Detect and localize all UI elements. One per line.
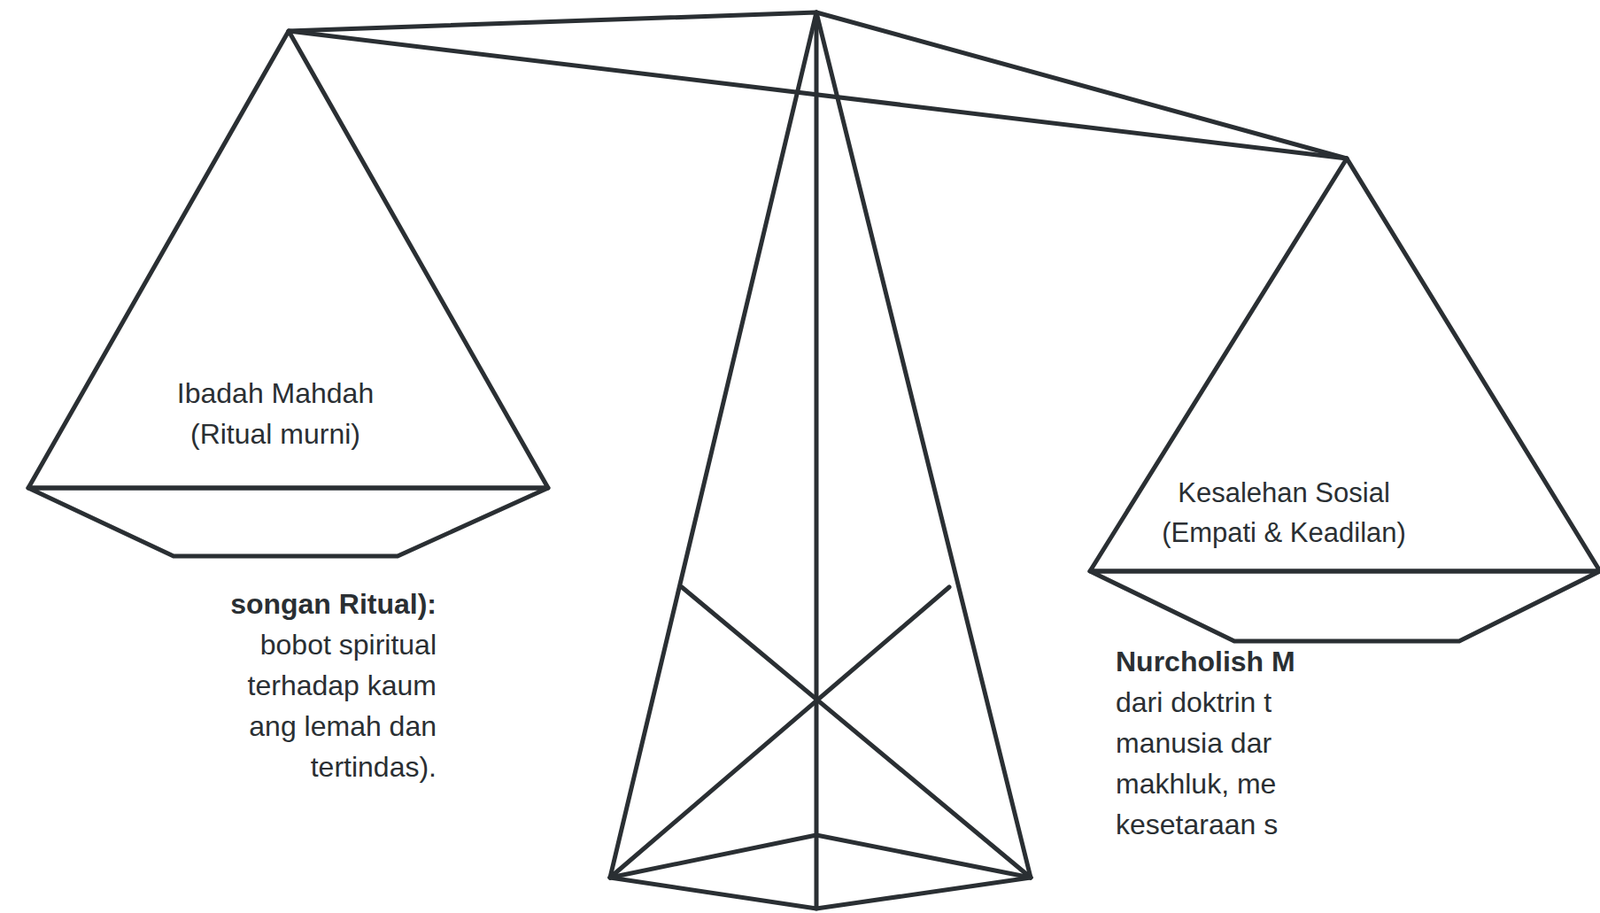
scale-tower (610, 12, 817, 878)
note-text: bobot spiritual terhadap kaum ang lemah … (204, 624, 437, 788)
note-heading: Nurcholish M (1115, 641, 1296, 682)
pan-outline (24, 27, 553, 561)
pan-line (28, 487, 549, 557)
scale-tower (814, 12, 820, 909)
scale-pan: Ibadah Mahdah(Ritual murni) (24, 27, 553, 561)
pan-line (1089, 158, 1600, 572)
pan-title: Kesalehan Sosial (1177, 473, 1391, 513)
pan-subtitle: (Empati & Keadilan) (1161, 513, 1407, 553)
note-heading: songan Ritual): (230, 583, 437, 625)
pan-line (1089, 571, 1600, 642)
scale-brace (610, 587, 950, 878)
note-text: dari doktrin t manusia dar makhluk, me k… (1115, 681, 1325, 845)
pan-title: Ibadah Mahdah (177, 372, 374, 414)
pan-subtitle: (Ritual murni) (190, 413, 361, 455)
pan-outline (1086, 154, 1600, 645)
scale-brace (681, 587, 1031, 878)
scale-base (610, 834, 1031, 878)
scale-base (610, 877, 1031, 909)
scale-pan: Kesalehan Sosial(Empati & Keadilan) (1086, 154, 1600, 645)
pan-line (28, 30, 549, 488)
scale-tower (816, 12, 1031, 878)
